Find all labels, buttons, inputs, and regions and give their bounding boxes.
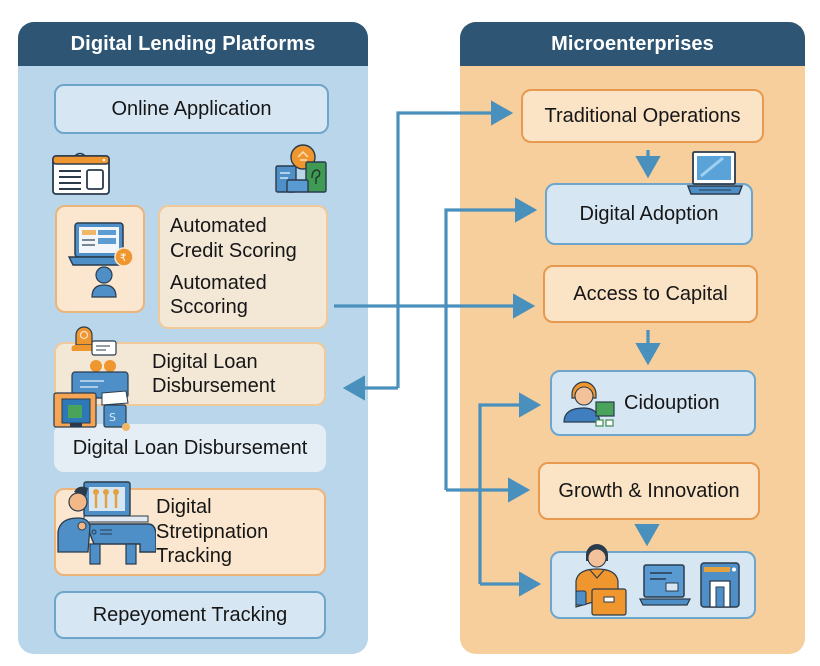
box-label: Repeyoment Tracking	[92, 603, 288, 626]
credit-scoring-label: Automated Credit Scoring	[170, 215, 297, 262]
svg-text:S: S	[109, 411, 116, 424]
automated-scoring-label: Automated Sccoring	[170, 272, 267, 319]
box-label: Traditional Operations	[544, 104, 741, 127]
box-label: Online Application	[111, 97, 272, 120]
box-label: Access to Capital	[573, 282, 728, 305]
box-label: Digital Stretipnation Tracking	[156, 496, 269, 568]
automated-credit-scoring-box: Automated Credit Scoring Automated Sccor…	[158, 205, 328, 329]
online-application-box: Online Application	[54, 84, 329, 134]
businessperson-icon	[570, 543, 628, 619]
tracking-dashboard-icon	[56, 480, 156, 566]
traditional-operations-box: Traditional Operations	[521, 89, 764, 143]
business-outcomes-box	[550, 544, 756, 619]
box-label: Digital Loan Disbursement	[72, 436, 308, 459]
panel-title: Digital Lending Platforms	[18, 22, 368, 66]
repayment-tracking-box: Repeyoment Tracking	[54, 591, 326, 639]
box-label: Digital Adoption	[579, 202, 719, 225]
idea-documents-icon	[272, 140, 332, 198]
growth-innovation-box: Growth & Innovation	[538, 462, 760, 520]
digital-loan-disbursement-bar: Digital Loan Disbursement	[54, 424, 326, 472]
storefront-icon	[698, 561, 742, 611]
loan-disbursement-icon: S	[52, 323, 138, 431]
credit-scoring-icon-card: ₹	[55, 205, 145, 313]
panel-title: Microenterprises	[460, 22, 805, 66]
box-label: Growth & Innovation	[558, 479, 740, 502]
box-label: Digital Loan Disbursement	[152, 350, 276, 397]
laptop-icon	[685, 150, 745, 198]
svg-text:₹: ₹	[120, 253, 126, 264]
access-to-capital-box: Access to Capital	[543, 265, 758, 323]
person-computer-icon	[562, 376, 618, 432]
laptop-screen-icon	[638, 563, 692, 607]
box-label: Cidouption	[624, 391, 720, 414]
browser-window-icon	[51, 150, 111, 196]
laptop-user-icon: ₹	[67, 219, 139, 303]
